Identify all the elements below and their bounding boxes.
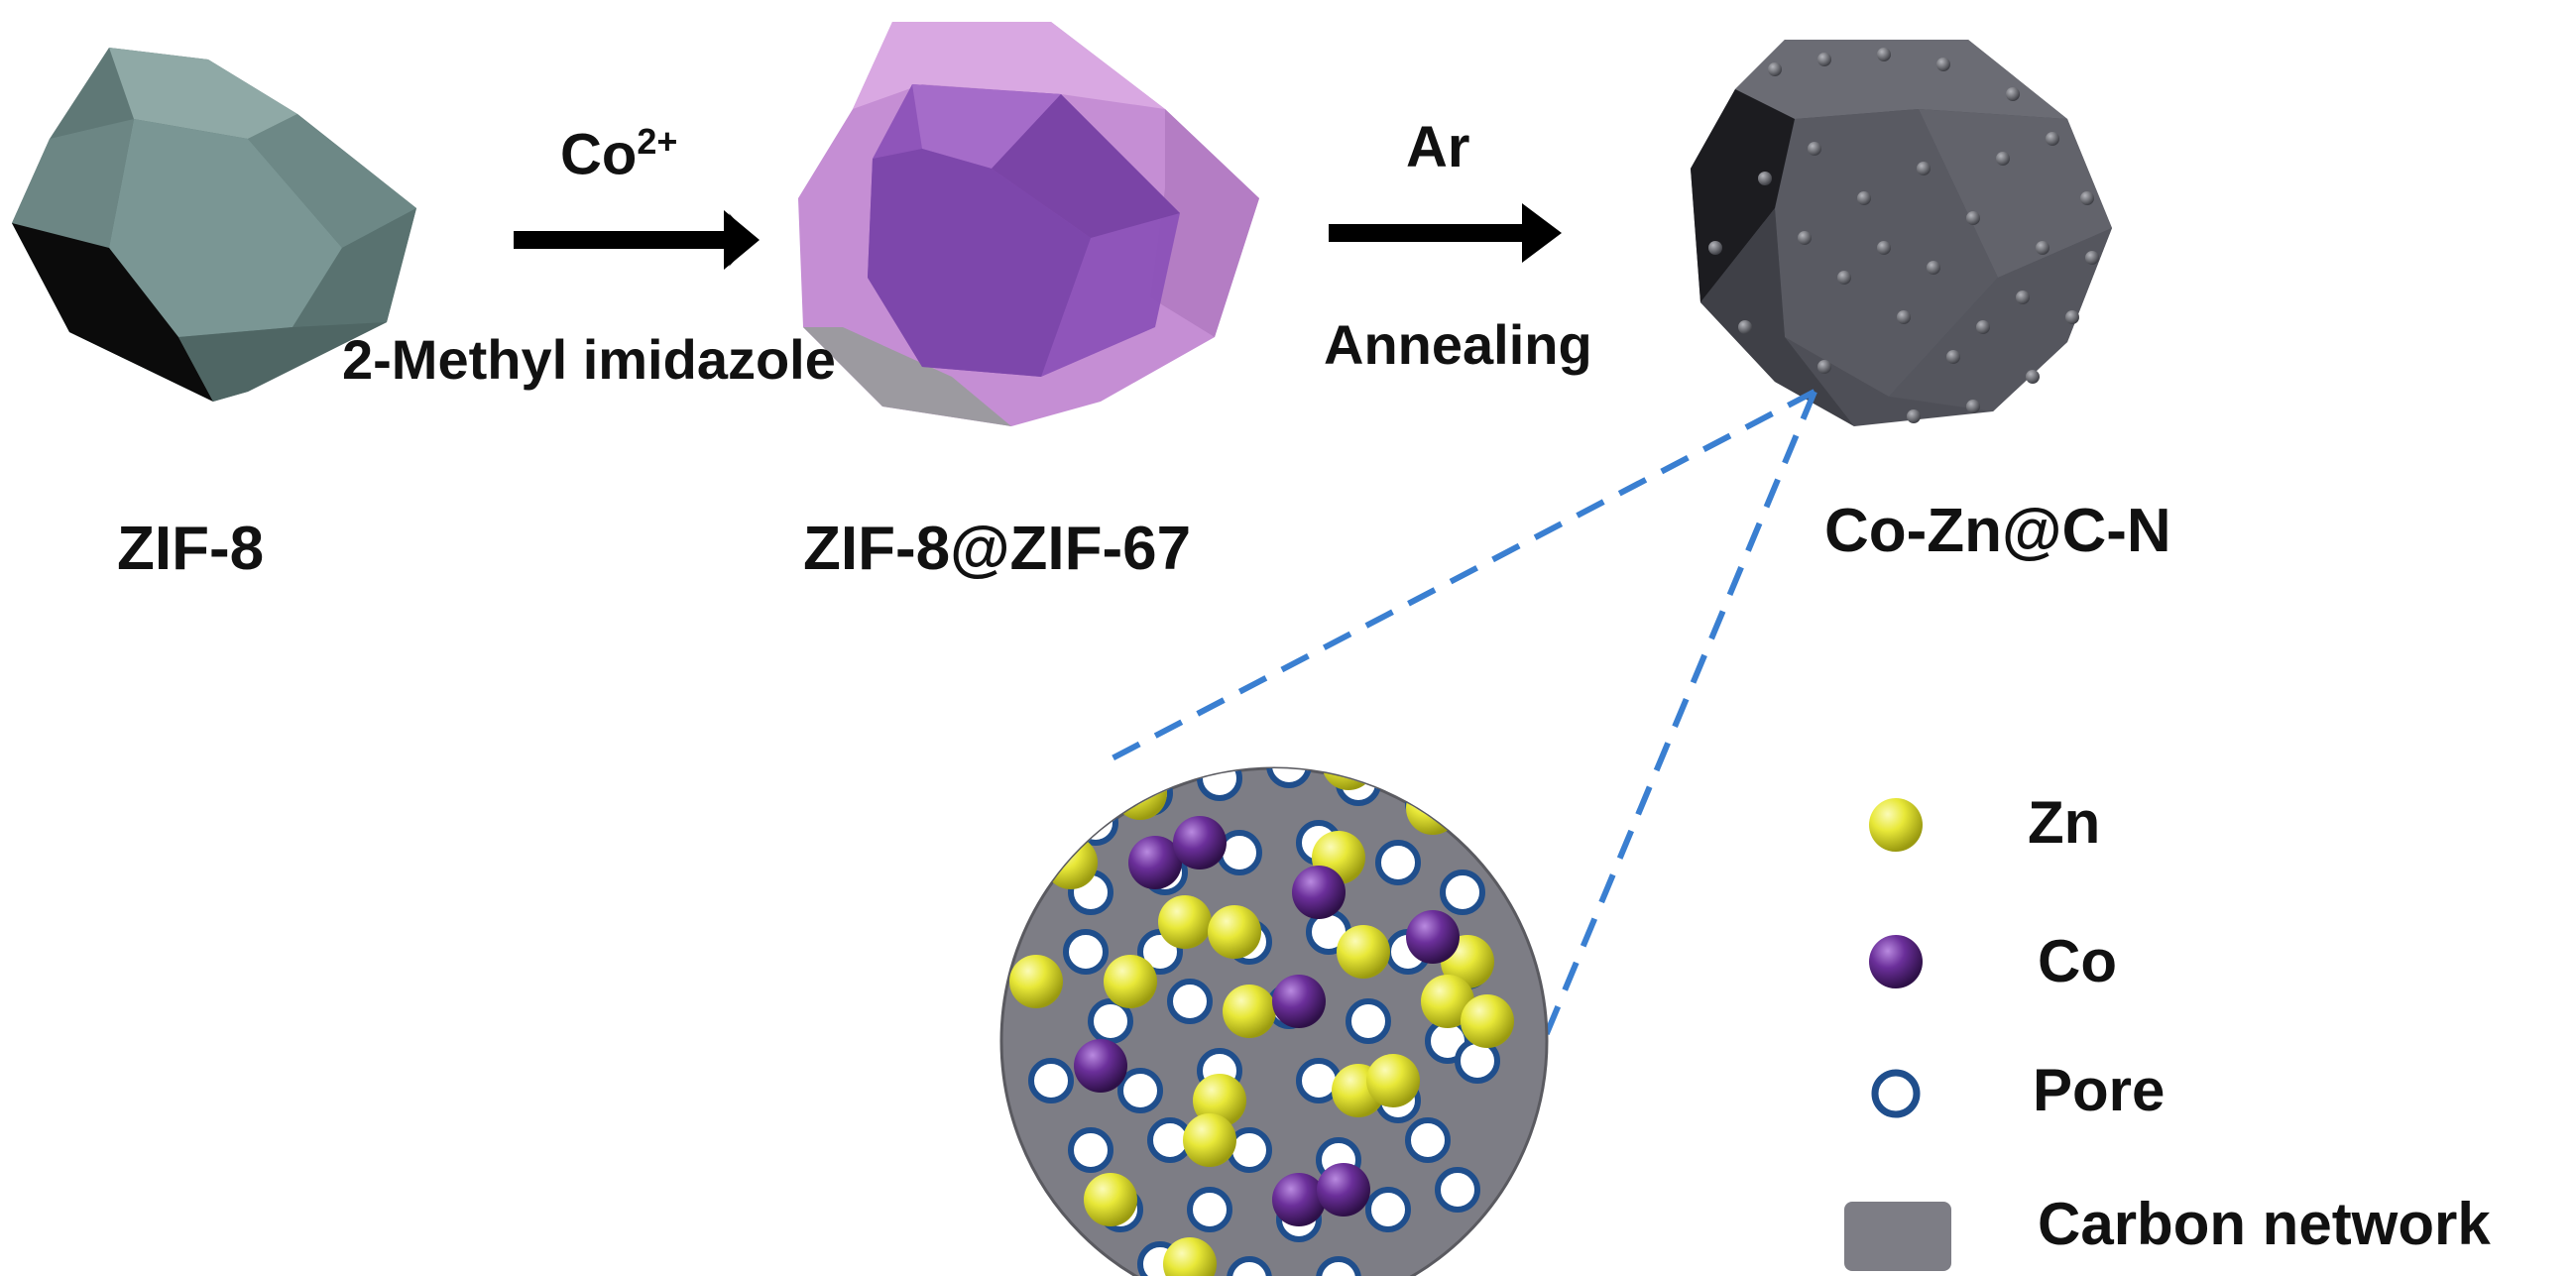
legend-label-zn: Zn bbox=[2028, 789, 2101, 856]
legend-label-co: Co bbox=[2038, 928, 2117, 994]
legend-carbon-swatch bbox=[1844, 1202, 1951, 1271]
step1-reagent-above: Co2+ bbox=[560, 121, 677, 187]
step1-reagent-below: 2-Methyl imidazole bbox=[342, 328, 836, 391]
co-particle bbox=[1074, 1039, 1127, 1093]
nanoparticle-bump bbox=[1837, 271, 1851, 285]
zn-particle bbox=[1183, 1113, 1236, 1167]
zn-particle bbox=[1461, 994, 1514, 1048]
co-zn-cn-crystal bbox=[1691, 40, 2112, 426]
nanoparticle-bump bbox=[1877, 48, 1891, 61]
pore-particle bbox=[1365, 1187, 1411, 1232]
zn-particle bbox=[1366, 1054, 1420, 1107]
reaction-arrow-2 bbox=[1329, 203, 1562, 263]
step2-atmosphere-above: Ar bbox=[1406, 114, 1469, 180]
zif8-zif67-crystal bbox=[798, 22, 1259, 426]
pore-particle bbox=[1187, 1187, 1232, 1232]
legend-pore-swatch bbox=[1871, 1069, 1921, 1118]
nanoparticle-bump bbox=[1897, 310, 1911, 324]
nanoparticle-bump bbox=[1877, 241, 1891, 255]
zn-particle bbox=[1208, 905, 1261, 959]
co-particle bbox=[1317, 1163, 1370, 1217]
legend-zn-swatch bbox=[1869, 798, 1923, 852]
reaction-arrow-1 bbox=[514, 210, 760, 270]
pore-particle bbox=[1028, 1058, 1074, 1103]
pore-particle bbox=[1063, 929, 1109, 975]
zn-particle bbox=[1223, 985, 1276, 1038]
zoom-lines bbox=[1097, 389, 1817, 1088]
zn-particle bbox=[1322, 768, 1375, 790]
nanoparticle-bump bbox=[2065, 310, 2079, 324]
zoom-particles bbox=[1009, 768, 1514, 1276]
nanoparticle-bump bbox=[1946, 350, 1960, 364]
pore-particle bbox=[1435, 1167, 1480, 1213]
pore-particle bbox=[1266, 768, 1312, 788]
nanoparticle-bump bbox=[2016, 290, 2030, 304]
co-particle bbox=[1128, 836, 1182, 889]
pore-particle bbox=[1117, 1068, 1163, 1113]
co-particle bbox=[1292, 866, 1346, 919]
zn-particle bbox=[1084, 1173, 1137, 1226]
co-particle bbox=[1406, 910, 1460, 964]
nanoparticle-bump bbox=[1738, 320, 1752, 334]
nanoparticle-bump bbox=[1966, 211, 1980, 225]
pore-particle bbox=[1068, 1127, 1113, 1173]
pore-particle bbox=[1316, 1256, 1361, 1276]
nanoparticle-bump bbox=[1808, 142, 1821, 156]
pore-particle bbox=[1405, 1117, 1451, 1163]
zn-particle bbox=[1158, 895, 1212, 949]
nanoparticle-bump bbox=[1966, 400, 1980, 413]
nanoparticle-bump bbox=[2026, 370, 2040, 384]
step2-process-below: Annealing bbox=[1324, 313, 1592, 376]
nanoparticle-bump bbox=[1798, 231, 1812, 245]
nanoparticle-bump bbox=[1768, 62, 1782, 76]
zif8-crystal bbox=[12, 48, 416, 402]
zoomed-carbon-network bbox=[999, 766, 1549, 1276]
nanoparticle-bump bbox=[1857, 191, 1871, 205]
zn-particle bbox=[1009, 955, 1063, 1008]
zn-particle bbox=[1104, 955, 1157, 1008]
step1-reagent-charge: 2+ bbox=[637, 121, 678, 162]
nanoparticle-bump bbox=[1758, 172, 1772, 185]
nanoparticle-bump bbox=[1917, 162, 1931, 175]
surface-nanoparticles bbox=[1708, 48, 2099, 423]
co-particle bbox=[1173, 816, 1227, 870]
nanoparticle-bump bbox=[1817, 53, 1831, 66]
co-particle bbox=[1272, 975, 1326, 1028]
legend-label-carbon: Carbon network bbox=[2038, 1191, 2491, 1257]
pore-particle bbox=[1346, 998, 1391, 1044]
co-particle bbox=[1272, 1173, 1326, 1226]
nanoparticle-bump bbox=[1817, 360, 1831, 374]
nanoparticle-bump bbox=[2046, 132, 2059, 146]
zn-particle bbox=[1163, 1237, 1217, 1276]
pore-particle bbox=[1197, 768, 1242, 801]
nanoparticle-bump bbox=[2080, 191, 2094, 205]
pore-particle bbox=[1227, 1256, 1272, 1276]
zn-particle bbox=[1337, 925, 1390, 979]
legend-label-pore: Pore bbox=[2033, 1057, 2166, 1123]
step1-reagent-base: Co bbox=[560, 122, 638, 187]
nanoparticle-bump bbox=[1996, 152, 2010, 166]
pore-particle bbox=[1375, 840, 1421, 885]
nanoparticle-bump bbox=[1927, 261, 1940, 275]
nanoparticle-bump bbox=[1708, 241, 1722, 255]
stage-label-zif8: ZIF-8 bbox=[117, 515, 265, 583]
nanoparticle-bump bbox=[1936, 58, 1950, 71]
pore-particle bbox=[1167, 979, 1213, 1024]
stage-label-product: Co-Zn@C-N bbox=[1824, 497, 2171, 565]
zn-particle bbox=[1421, 975, 1474, 1028]
legend-symbols bbox=[1844, 798, 1951, 1271]
zn-particle bbox=[1406, 781, 1460, 835]
step2-atmosphere-base: Ar bbox=[1406, 115, 1470, 179]
nanoparticle-bump bbox=[2036, 241, 2049, 255]
stage-label-zif8-zif67: ZIF-8@ZIF-67 bbox=[803, 515, 1192, 583]
nanoparticle-bump bbox=[2085, 251, 2099, 265]
nanoparticle-bump bbox=[1907, 409, 1921, 423]
nanoparticle-bump bbox=[1976, 320, 1990, 334]
pore-particle bbox=[1440, 870, 1485, 915]
legend-co-swatch bbox=[1869, 935, 1923, 988]
nanoparticle-bump bbox=[2006, 87, 2020, 101]
